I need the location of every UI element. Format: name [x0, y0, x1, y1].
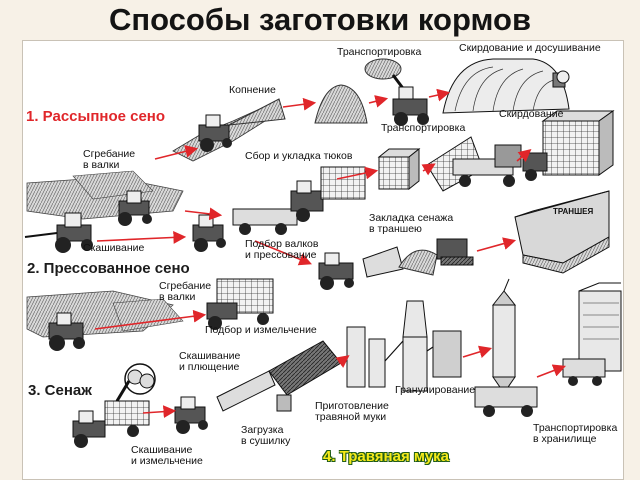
label-transport-mid: Транспортировка [381, 122, 466, 134]
label-raking-2: Сгребание в валки [159, 280, 212, 303]
tractor-baler-icon [232, 166, 366, 235]
rick-stack-icon [442, 58, 570, 114]
label-raking-1: Сгребание в валки [83, 148, 136, 171]
label-pickup-press: Подбор валков и прессование [245, 238, 319, 261]
forage-harvester-icon [206, 278, 274, 330]
label-pickup-chop: Подбор и измельчение [205, 324, 317, 336]
label-kopnenie: Копнение [229, 84, 276, 96]
label-mowing: Скашивание [83, 242, 145, 254]
label-trench: ТРАНШЕЯ [553, 207, 594, 216]
chopper-tractor-icon [72, 380, 150, 448]
tractor-rake-icon [118, 190, 152, 226]
label-transport-top: Транспортировка [337, 46, 422, 58]
page-title: Способы заготовки кормов [109, 2, 531, 37]
section-pressed-hay: 2. Прессованное сено [27, 260, 190, 277]
tractor-mower-icon [24, 212, 93, 253]
tractor-press-icon [192, 214, 226, 252]
flow-arrows [94, 88, 566, 419]
granulator-silo-icon [474, 278, 538, 417]
haylage-loader-icon [318, 238, 474, 290]
process-illustration [24, 58, 622, 448]
section-loose-hay: 1. Рассыпное сено [26, 108, 166, 125]
mill-units-icon [346, 300, 462, 392]
label-loading-dryer: Загрузка в сушилку [241, 424, 291, 447]
loader-transport-icon [364, 58, 429, 126]
bale-stack-icon [377, 147, 421, 191]
trench-silo-icon [514, 190, 610, 274]
crusher-roller-icon [124, 363, 156, 395]
storage-building-icon [562, 282, 622, 386]
label-mow-crush: Скашивание и плющение [179, 350, 241, 373]
label-stacking: Скирдование [499, 108, 564, 120]
label-meal-prep: Приготовление травяной муки [315, 400, 389, 423]
section-grass-meal: 4. Травяная мука [323, 448, 449, 465]
label-collect-bales: Сбор и укладка тюков [245, 150, 353, 162]
tractor-kopnenie-icon [172, 98, 286, 162]
hay-truck-icon [426, 136, 522, 192]
field-windrows-top [26, 170, 184, 220]
label-stack-and-dry: Скирдование и досушивание [459, 42, 601, 54]
dryer-loader-icon [174, 370, 276, 434]
label-haylage-laying: Закладка сенажа в траншею [369, 212, 454, 235]
label-granulation: Гранулирование [395, 384, 476, 396]
label-transport-storage: Транспортировка в хранилище [533, 422, 618, 445]
diagram-panel: 1. Рассыпное сено 2. Прессованное сено 3… [22, 40, 624, 480]
label-mow-chop: Скашивание и измельчение [131, 444, 203, 467]
stacker-icon [522, 110, 615, 181]
haystack-icon [314, 84, 368, 124]
section-haylage: 3. Сенаж [28, 382, 92, 399]
tractor-haylage-mower-icon [48, 312, 85, 351]
